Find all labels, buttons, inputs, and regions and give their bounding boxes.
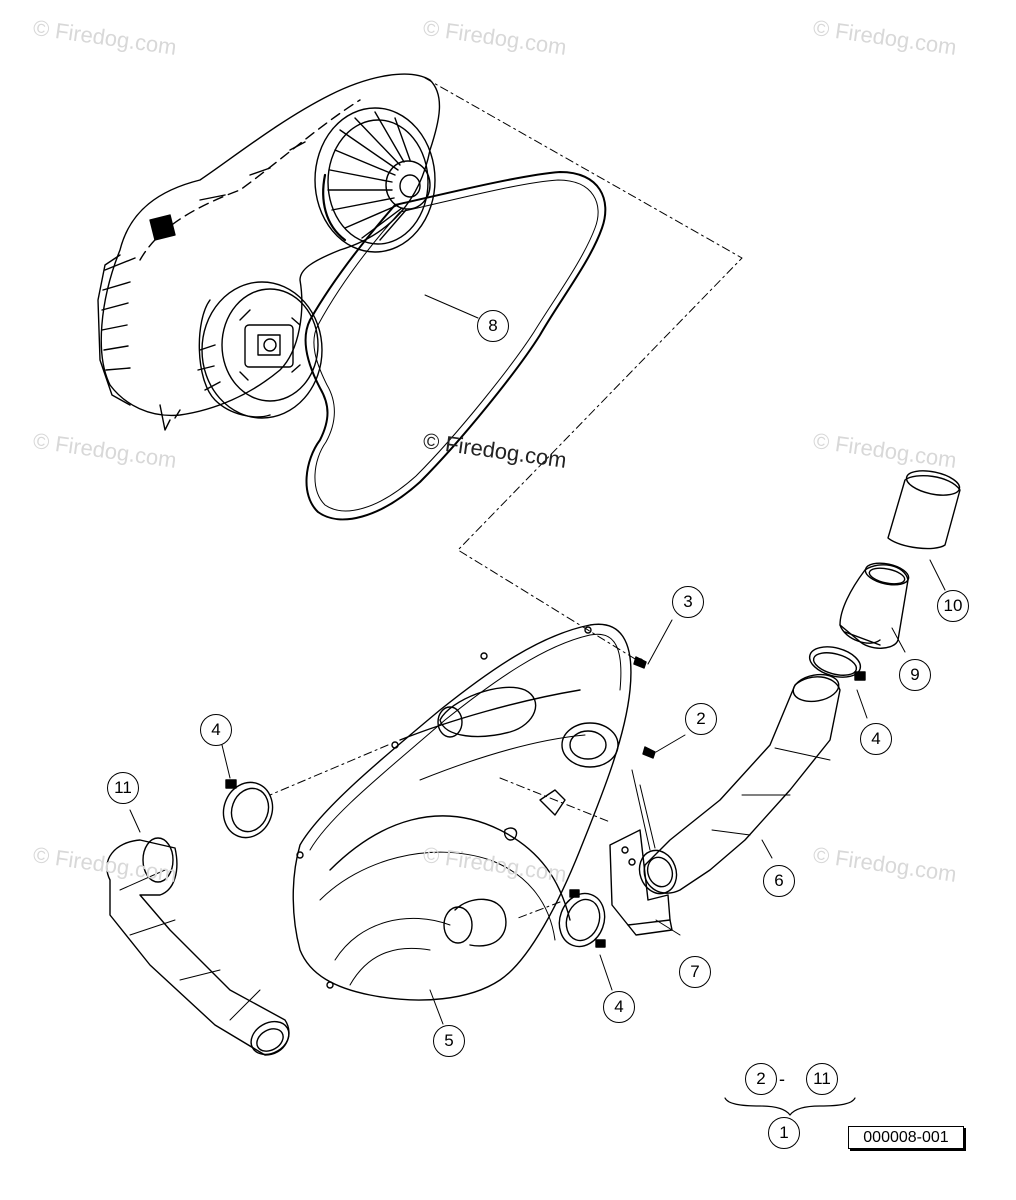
drive-pulley — [197, 281, 323, 419]
clamp-left — [221, 744, 274, 839]
screw-3 — [633, 619, 673, 669]
callout-adapter[interactable]: 9 — [899, 659, 931, 691]
callout-belt[interactable]: 8 — [477, 310, 509, 342]
callout-clamp-left[interactable]: 4 — [200, 714, 232, 746]
callout-clamp-bottom[interactable]: 4 — [603, 991, 635, 1023]
callout-clamp-right-top[interactable]: 4 — [860, 723, 892, 755]
duct-right — [638, 673, 841, 895]
callout-kit-start[interactable]: 2 — [745, 1063, 777, 1095]
clamp-right-top — [808, 646, 868, 719]
filter — [887, 470, 961, 591]
cvt-housing — [97, 73, 441, 431]
callout-duct-right[interactable]: 6 — [763, 865, 795, 897]
clamp-bottom — [558, 889, 613, 991]
callout-filter[interactable]: 10 — [937, 590, 969, 622]
callout-screw-lower[interactable]: 2 — [685, 703, 717, 735]
callout-cover[interactable]: 5 — [433, 1025, 465, 1057]
screw-2 — [642, 734, 686, 759]
callout-screw-upper[interactable]: 3 — [672, 586, 704, 618]
callout-duct-left[interactable]: 11 — [107, 772, 139, 804]
kit-brace — [724, 1097, 856, 1116]
bracket — [609, 769, 681, 936]
duct-left — [106, 809, 290, 1056]
callout-kit-end[interactable]: 11 — [806, 1063, 838, 1095]
callout-kit[interactable]: 1 — [768, 1117, 800, 1149]
callout-bracket[interactable]: 7 — [679, 956, 711, 988]
drive-belt — [304, 171, 607, 521]
driven-pulley — [314, 107, 436, 253]
guide-lines — [269, 77, 743, 919]
reference-number: 000008-001 — [848, 1126, 964, 1149]
cover-housing — [292, 623, 652, 1001]
adapter — [839, 562, 910, 653]
kit-range-dash: - — [779, 1069, 785, 1089]
